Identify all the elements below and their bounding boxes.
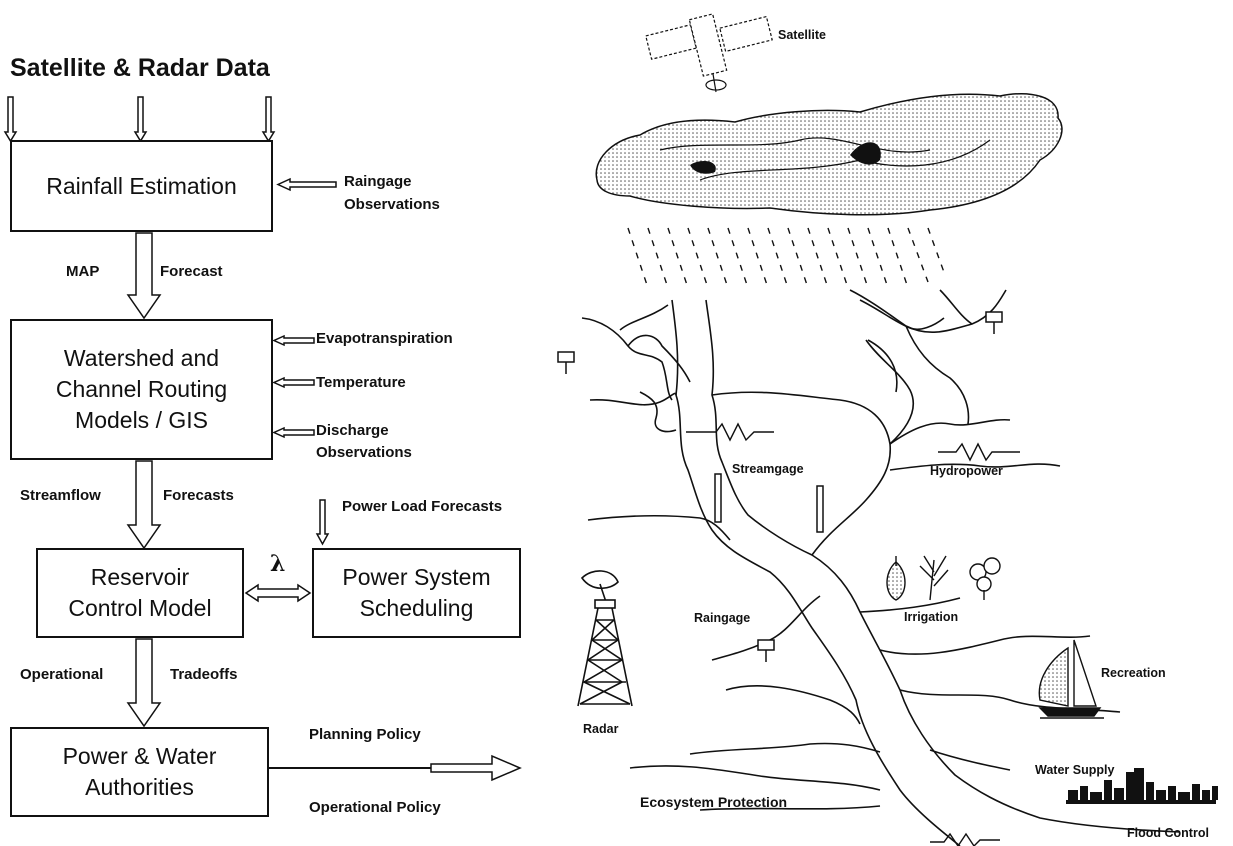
cloud-icon (595, 93, 1063, 216)
operational-arrow (126, 638, 162, 728)
evapotranspiration-label: Evapotranspiration (316, 330, 453, 347)
raingage-icon (557, 311, 1003, 662)
evapotranspiration-arrow (272, 334, 315, 347)
satellite-icon (645, 13, 773, 93)
power-system-scheduling-label: Power System Scheduling (342, 564, 491, 621)
power-system-scheduling-box: Power System Scheduling (312, 548, 521, 638)
operational-policy-label: Operational Policy (309, 799, 441, 816)
input-arrow-3 (261, 96, 276, 143)
temperature-arrow (272, 376, 315, 389)
power-water-authorities-label: Power & Water Authorities (62, 743, 217, 800)
power-load-forecasts-label: Power Load Forecasts (342, 498, 503, 515)
flood-control-label: Flood Control (1127, 826, 1209, 840)
rainfall-estimation-label: Rainfall Estimation (46, 172, 237, 199)
irrigation-label: Irrigation (904, 610, 959, 624)
power-water-authorities-box: Power & Water Authorities (10, 727, 269, 817)
streamgage-icon (714, 473, 824, 533)
policy-arrow (430, 754, 522, 782)
lambda-label: λ (270, 551, 286, 577)
recreation-label: Recreation (1101, 666, 1166, 680)
radar-label: Radar (583, 722, 619, 736)
map-forecast-arrow (126, 232, 162, 320)
rain-icon (627, 227, 946, 289)
watershed-channel-routing-box: Watershed and Channel Routing Models / G… (10, 319, 273, 460)
map-label: MAP (66, 263, 100, 280)
satellite-radar-data-label: Satellite & Radar Data (10, 54, 270, 82)
streamgage-label: Streamgage (732, 462, 804, 476)
forecasts-label: Forecasts (163, 487, 234, 504)
ecosystem-protection-label: Ecosystem Protection (640, 794, 788, 810)
streamflow-label: Streamflow (20, 487, 101, 504)
power-load-arrow (315, 499, 330, 546)
raingage-arrow (276, 177, 337, 192)
rainfall-estimation-box: Rainfall Estimation (10, 140, 273, 232)
temperature-label: Temperature (316, 374, 406, 391)
discharge-observations-label: Discharge Observations (316, 422, 412, 461)
radar-icon (577, 570, 633, 707)
satellite-label: Satellite (778, 28, 826, 42)
input-arrow-1 (3, 96, 18, 143)
reservoir-control-model-label: Reservoir Control Model (68, 564, 212, 621)
sailboat-icon (1038, 639, 1104, 719)
planning-policy-label: Planning Policy (309, 726, 421, 743)
watershed-channel-routing-label: Watershed and Channel Routing Models / G… (55, 345, 228, 433)
reservoir-control-model-box: Reservoir Control Model (36, 548, 244, 638)
irrigation-icon (886, 555, 1001, 601)
raingage-label: Raingage (694, 611, 751, 625)
forecast-label: Forecast (160, 263, 223, 280)
hydropower-label: Hydropower (930, 464, 1003, 478)
streamflow-arrow (126, 460, 162, 550)
city-skyline-icon (1066, 768, 1218, 804)
tradeoffs-label: Tradeoffs (170, 666, 238, 683)
lambda-double-arrow (244, 583, 312, 603)
hydropower-icon (686, 422, 1020, 846)
water-supply-label: Water Supply (1035, 763, 1115, 777)
discharge-arrow (272, 426, 315, 439)
raingage-observations-label: Raingage Observations (344, 173, 440, 213)
operational-label: Operational (20, 666, 104, 683)
input-arrow-2 (133, 96, 148, 143)
